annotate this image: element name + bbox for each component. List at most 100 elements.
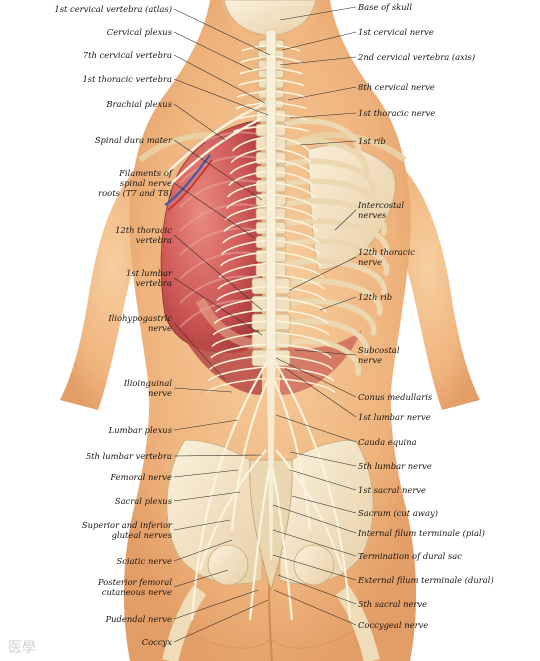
artery (167, 159, 213, 211)
label-sacral-plexus: Sacral plexus (114, 496, 172, 506)
plexus-nerve (248, 469, 271, 621)
leader-line (273, 589, 357, 626)
label-1st-sacral-nerve: 1st sacral nerve (358, 485, 427, 495)
label-coccyx: Coccyx (141, 637, 172, 647)
vein (164, 154, 211, 206)
leader-line (173, 387, 233, 393)
label-8th-cervical-nerve: 8th cervical nerve (358, 82, 435, 92)
leader-line (173, 454, 263, 457)
leader-line (173, 103, 226, 141)
label-iliohypogastric-nerve: Iliohypogastric nerve (108, 313, 172, 333)
rib (279, 338, 361, 376)
leader-line (291, 495, 357, 514)
leader-line (281, 31, 357, 51)
brachial-plexus-nerve (169, 116, 263, 186)
leader-line (294, 349, 357, 356)
label-1st-thoracic-nerve: 1st thoracic nerve (358, 108, 436, 118)
label-5th-sacral-nerve: 5th sacral nerve (358, 599, 428, 609)
spinal-nerve (218, 262, 267, 279)
spinal-nerve (275, 124, 309, 133)
leader-line (275, 357, 357, 398)
plexus-nerve (271, 469, 294, 621)
label-gluteal-nerves: Superior and inferior gluteal nerves (81, 520, 172, 540)
spinal-nerve (211, 331, 267, 348)
spinal-nerve (238, 78, 267, 87)
label-filaments-spinal-nerve-roots: Filaments of spinal nerve roots (T7 and … (98, 168, 172, 198)
label-1st-lumbar-vertebra: 1st lumbar vertebra (125, 268, 172, 288)
leader-line (289, 256, 357, 291)
label-1st-rib: 1st rib (358, 136, 386, 146)
plexus-nerve (273, 359, 352, 621)
rib (279, 118, 361, 156)
label-cervical-plexus: Cervical plexus (106, 27, 172, 37)
spinal-nerve (275, 216, 319, 233)
spinal-nerve (275, 78, 304, 87)
spinal-nerve (275, 136, 311, 152)
spinal-nerve (275, 147, 312, 164)
rib (179, 131, 263, 160)
spinal-nerve (275, 377, 336, 394)
spinal-nerve (239, 67, 267, 75)
leader-line (173, 519, 231, 531)
leader-line (173, 31, 253, 71)
spinal-nerve (220, 239, 267, 256)
spinal-nerve (275, 170, 314, 187)
leader-line (173, 78, 269, 116)
leader-line (173, 277, 263, 336)
spinal-nerve (275, 308, 329, 325)
label-1st-thoracic-vertebra: 1st thoracic vertebra (82, 74, 172, 84)
spinal-nerve (275, 228, 320, 244)
spinal-nerve (275, 285, 326, 302)
label-filum-terminale-pial: Internal filum terminale (pial) (358, 528, 485, 538)
spinal-nerve (275, 251, 323, 267)
spinal-nerve (240, 55, 267, 64)
spinal-nerve (219, 251, 267, 267)
label-filum-terminale-dural: External filum terminale (dural) (358, 575, 494, 585)
label-intercostal-nerves: Intercostal nerves (358, 200, 405, 220)
leader-line (289, 451, 357, 467)
label-coccygeal-nerve: Coccygeal nerve (358, 620, 429, 630)
leader-line (173, 322, 226, 381)
rib (179, 155, 263, 184)
label-12th-thoracic-vertebra: 12th thoracic vertebra (115, 225, 172, 245)
spinal-nerve (275, 182, 316, 198)
leader-line (299, 140, 357, 146)
label-12th-rib: 12th rib (358, 292, 393, 302)
leader-line (289, 469, 357, 491)
leader-line (284, 367, 357, 418)
spinal-nerve (226, 182, 267, 198)
label-cauda-equina: Cauda equina (358, 437, 417, 447)
leader-line (272, 554, 357, 581)
leader-lines (173, 6, 357, 643)
leader-line (275, 414, 357, 443)
spinal-nerve (275, 320, 330, 336)
leader-line (272, 529, 357, 557)
leader-line (173, 182, 256, 239)
spinal-nerve (217, 274, 267, 290)
leader-line (287, 86, 357, 101)
leader-line (334, 209, 357, 231)
leader-line (272, 504, 357, 534)
leader-line (173, 569, 229, 588)
label-pudendal-nerve: Pudendal nerve (105, 614, 172, 624)
spinal-nerve (275, 90, 306, 98)
rib (179, 179, 263, 208)
spinal-nerve (275, 343, 332, 359)
label-spinal-dura-mater: Spinal dura mater (94, 135, 172, 145)
spinal-nerve (233, 124, 267, 133)
spinal-nerve (241, 44, 267, 52)
spinal-nerve (275, 101, 307, 110)
rib (279, 258, 387, 296)
spinal-nerve (275, 274, 325, 290)
spinal-nerve (225, 193, 267, 210)
label-termination-dural-sac: Termination of dural sac (358, 551, 462, 561)
rib (279, 178, 383, 216)
leader-line (173, 599, 269, 643)
spinal-nerve (275, 205, 318, 221)
spinal-nerve (216, 285, 267, 302)
rib (179, 203, 263, 232)
svg-text:医學: 医學 (8, 640, 36, 656)
label-posterior-femoral-cutaneous-nerve: Posterior femoral cutaneous nerve (97, 577, 172, 597)
plexus-nerve (272, 379, 312, 531)
leader-line (279, 6, 357, 21)
